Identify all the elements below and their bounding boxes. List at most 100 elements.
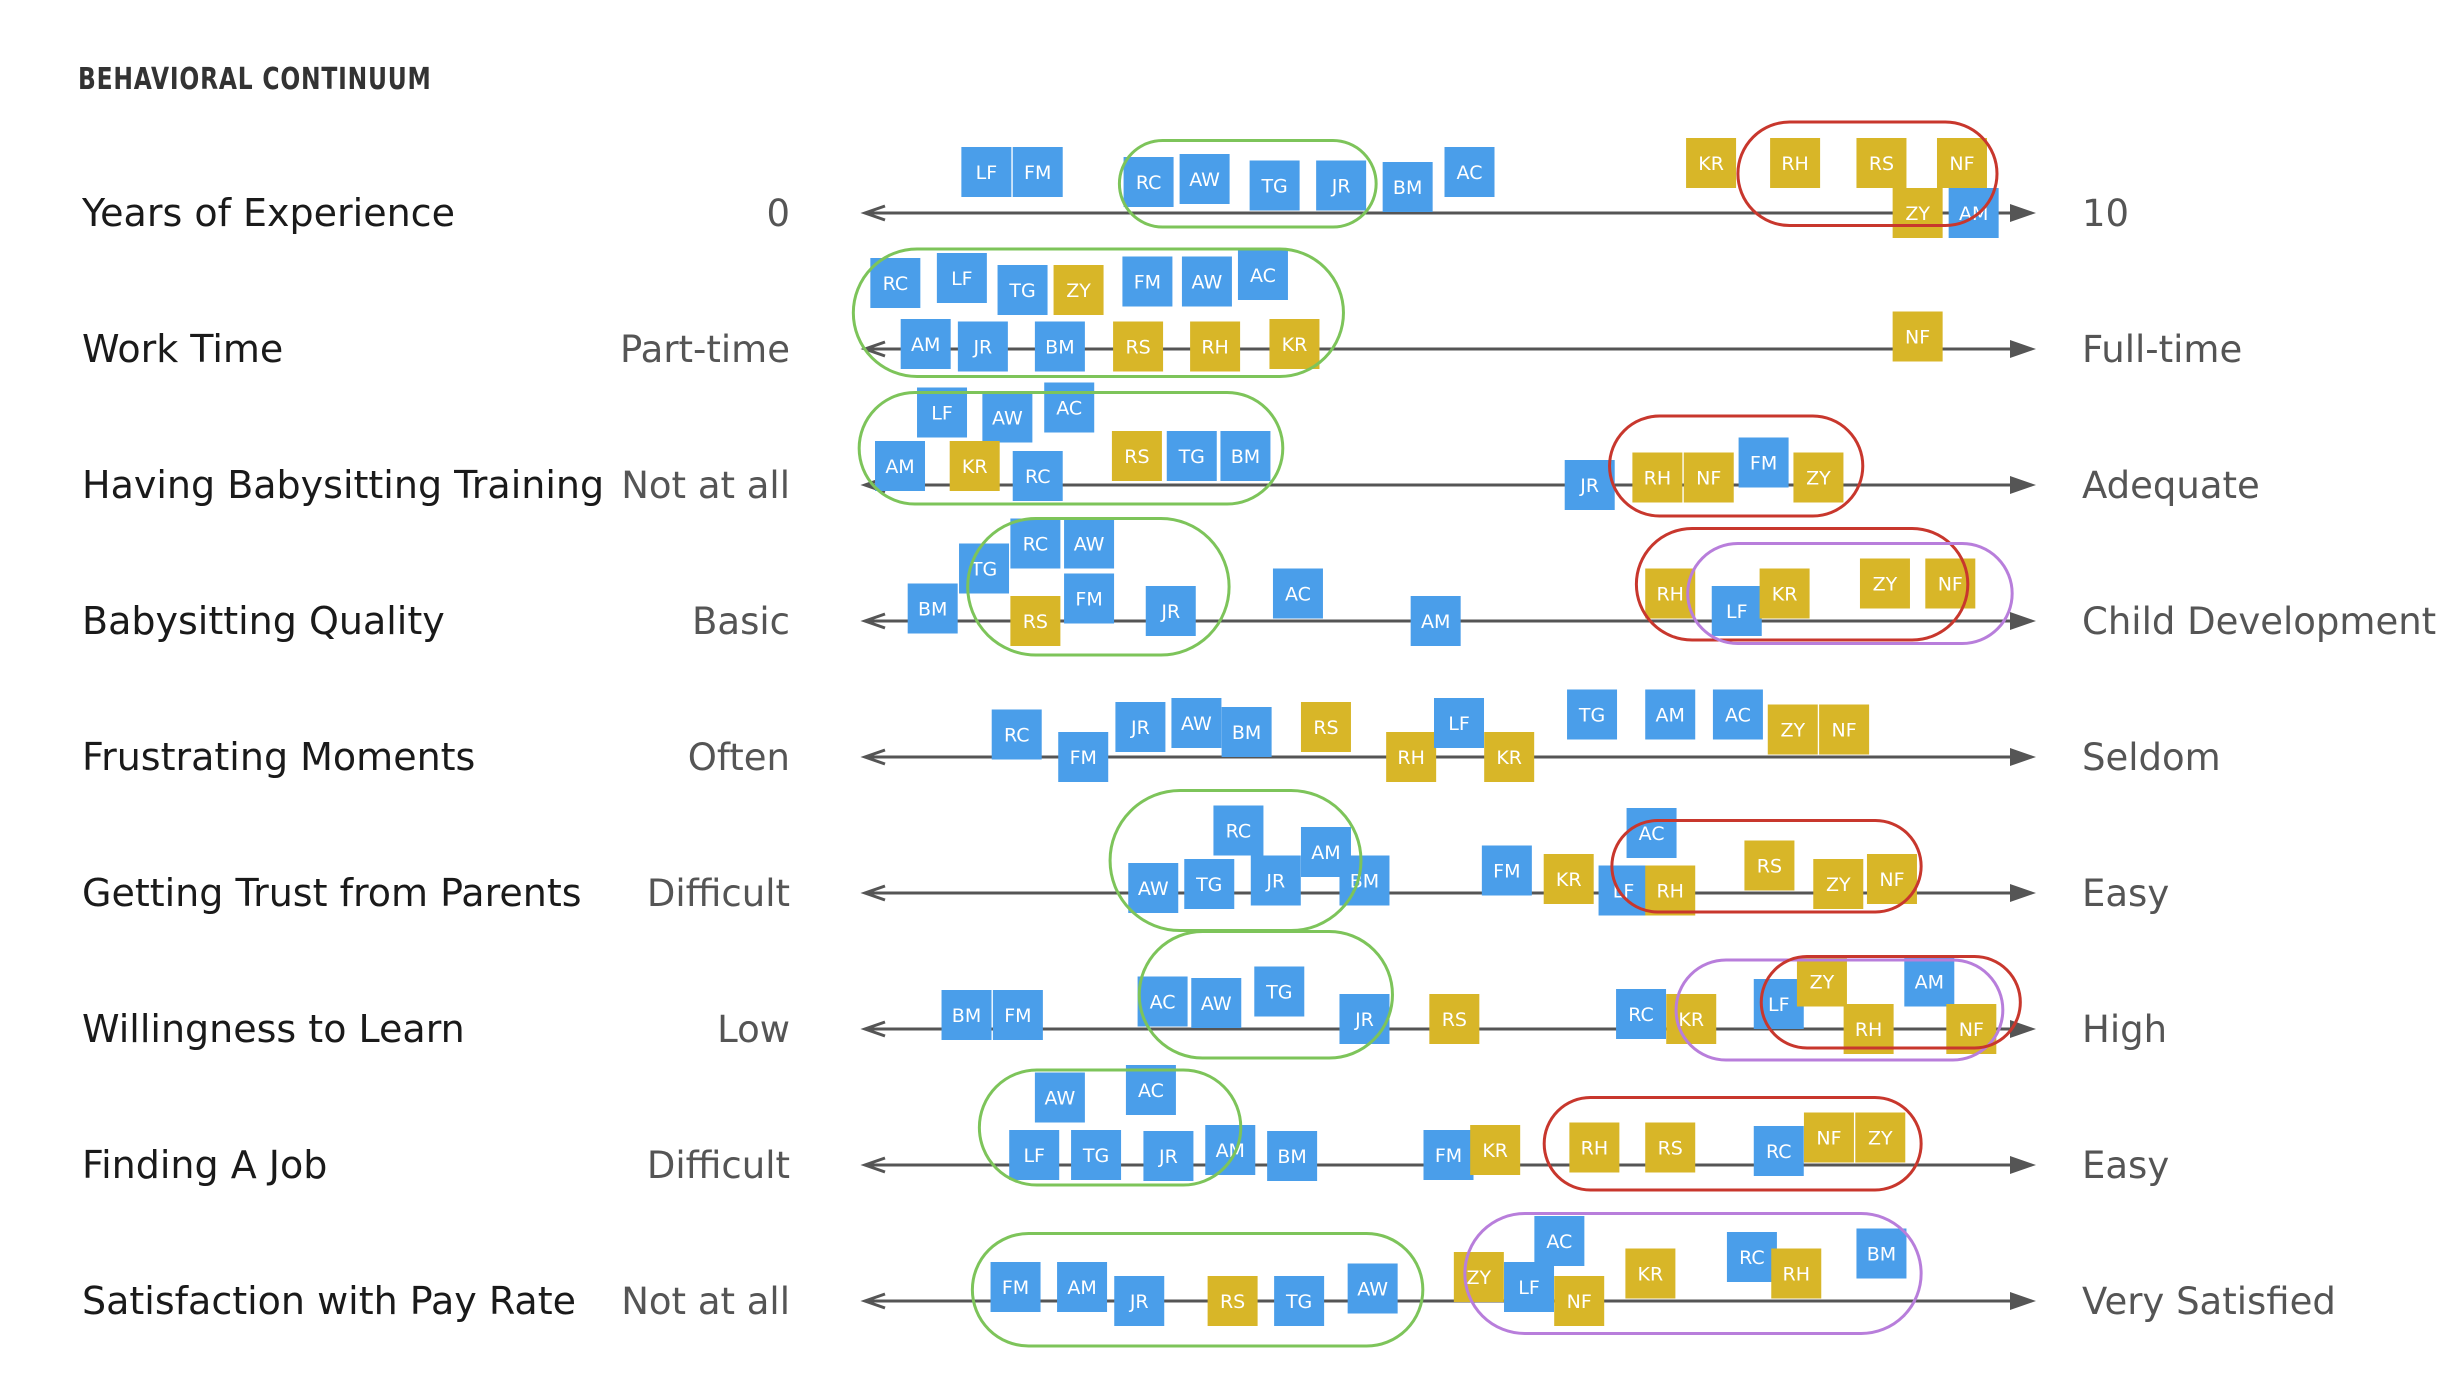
person-token: AC — [1444, 147, 1495, 197]
token-label: FM — [1493, 861, 1520, 883]
token-square — [1300, 702, 1351, 752]
token-square — [1738, 437, 1789, 488]
token-label: FM — [1075, 589, 1102, 611]
cluster-outline — [977, 1068, 1243, 1187]
person-token: KR — [1269, 319, 1320, 369]
token-label: NF — [1938, 574, 1963, 596]
person-token: ZY — [1813, 859, 1864, 909]
token-label: NF — [1832, 720, 1857, 742]
axis-arrow-left-icon — [860, 1292, 886, 1310]
token-square — [1382, 162, 1433, 212]
token-label: FM — [1070, 747, 1097, 769]
person-token: TG — [1071, 1130, 1122, 1180]
token-label: NF — [1816, 1128, 1841, 1150]
token-label: AC — [1150, 992, 1176, 1014]
token-label: ZY — [1826, 874, 1851, 896]
token-label: NF — [1567, 1291, 1592, 1313]
cluster-outline — [970, 1232, 1425, 1348]
token-square — [1645, 689, 1696, 740]
person-token: BM — [1382, 162, 1433, 212]
token-label: RS — [1442, 1009, 1467, 1031]
token-square — [936, 253, 987, 303]
person-token: AM — [875, 441, 926, 491]
token-label: LF — [1023, 1145, 1045, 1167]
token-label: JR — [1331, 176, 1351, 198]
token-square — [991, 709, 1042, 760]
person-token: BM — [1267, 1131, 1318, 1181]
token-square — [1057, 1262, 1108, 1312]
token-square — [1843, 1004, 1894, 1054]
token-square — [1316, 160, 1367, 211]
token-label: AW — [1181, 713, 1212, 735]
token-label: JR — [1129, 1291, 1149, 1313]
axis-arrow-right-icon — [2010, 1020, 2036, 1038]
axis-arrow-right-icon — [2010, 612, 2036, 630]
left-end-label: Difficult — [647, 1144, 790, 1187]
row-label: Having Babysitting Training — [82, 463, 604, 507]
token-square — [1410, 596, 1461, 646]
person-token: RC — [1010, 518, 1061, 569]
token-square — [1254, 966, 1305, 1017]
person-token: RC — [1012, 451, 1063, 501]
token-square — [1625, 1248, 1676, 1299]
left-end-label: 0 — [766, 192, 790, 235]
token-label: RH — [1656, 881, 1684, 903]
person-token: AW — [1034, 1072, 1085, 1123]
token-square — [990, 1262, 1041, 1312]
token-label: ZY — [1873, 574, 1898, 596]
token-square — [1796, 956, 1847, 1007]
token-square — [1009, 1130, 1060, 1180]
token-label: ZY — [1467, 1267, 1492, 1289]
token-label: ZY — [1810, 972, 1835, 994]
person-token: RC — [1616, 989, 1667, 1039]
cluster-outline — [1463, 1212, 1923, 1335]
axis-arrow-right-icon — [2010, 884, 2036, 902]
token-square — [1726, 1232, 1777, 1282]
token-square — [957, 321, 1008, 372]
token-label: AW — [1192, 272, 1223, 294]
axis-arrow-right-icon — [2010, 476, 2036, 494]
token-square — [1339, 855, 1390, 906]
right-end-label: Adequate — [2082, 464, 2260, 507]
axis-arrow-right-icon — [2010, 1292, 2036, 1310]
person-token: ZY — [1793, 452, 1844, 503]
token-label: AM — [1311, 842, 1340, 864]
axis-arrow-left-icon — [860, 204, 886, 222]
token-square — [1181, 256, 1232, 307]
cluster-outline — [1137, 930, 1394, 1060]
token-square — [1564, 460, 1615, 510]
row-label: Work Time — [82, 327, 283, 371]
person-token: JR — [1250, 855, 1301, 906]
person-token: FM — [1012, 147, 1063, 197]
row-label: Finding A Job — [82, 1143, 327, 1187]
token-square — [907, 583, 958, 634]
token-label: AM — [1915, 972, 1944, 994]
person-token: ZY — [1796, 956, 1847, 1007]
axis-arrow-left-icon — [860, 1020, 886, 1038]
token-square — [1058, 732, 1109, 782]
person-token: JR — [957, 321, 1008, 372]
person-token: BM — [1220, 431, 1271, 481]
person-token: AM — [1057, 1262, 1108, 1312]
right-end-label: Easy — [2082, 872, 2169, 915]
person-token: AW — [1128, 863, 1179, 913]
token-square — [1683, 452, 1734, 503]
person-token: FM — [990, 1262, 1041, 1312]
token-square — [1770, 138, 1821, 188]
right-end-label: Seldom — [2082, 736, 2221, 779]
row-label: Willingness to Learn — [82, 1007, 465, 1051]
token-square — [1115, 702, 1166, 752]
token-label: LF — [1768, 994, 1790, 1016]
person-token: NF — [1936, 138, 1987, 188]
token-square — [1771, 1248, 1822, 1299]
token-square — [1554, 1276, 1605, 1326]
person-token: AW — [1347, 1263, 1398, 1314]
token-label: KR — [1556, 869, 1582, 891]
person-token: RS — [1856, 138, 1907, 188]
person-token: NF — [1803, 1112, 1854, 1163]
page-title: BEHAVIORAL CONTINUUM — [78, 62, 432, 97]
